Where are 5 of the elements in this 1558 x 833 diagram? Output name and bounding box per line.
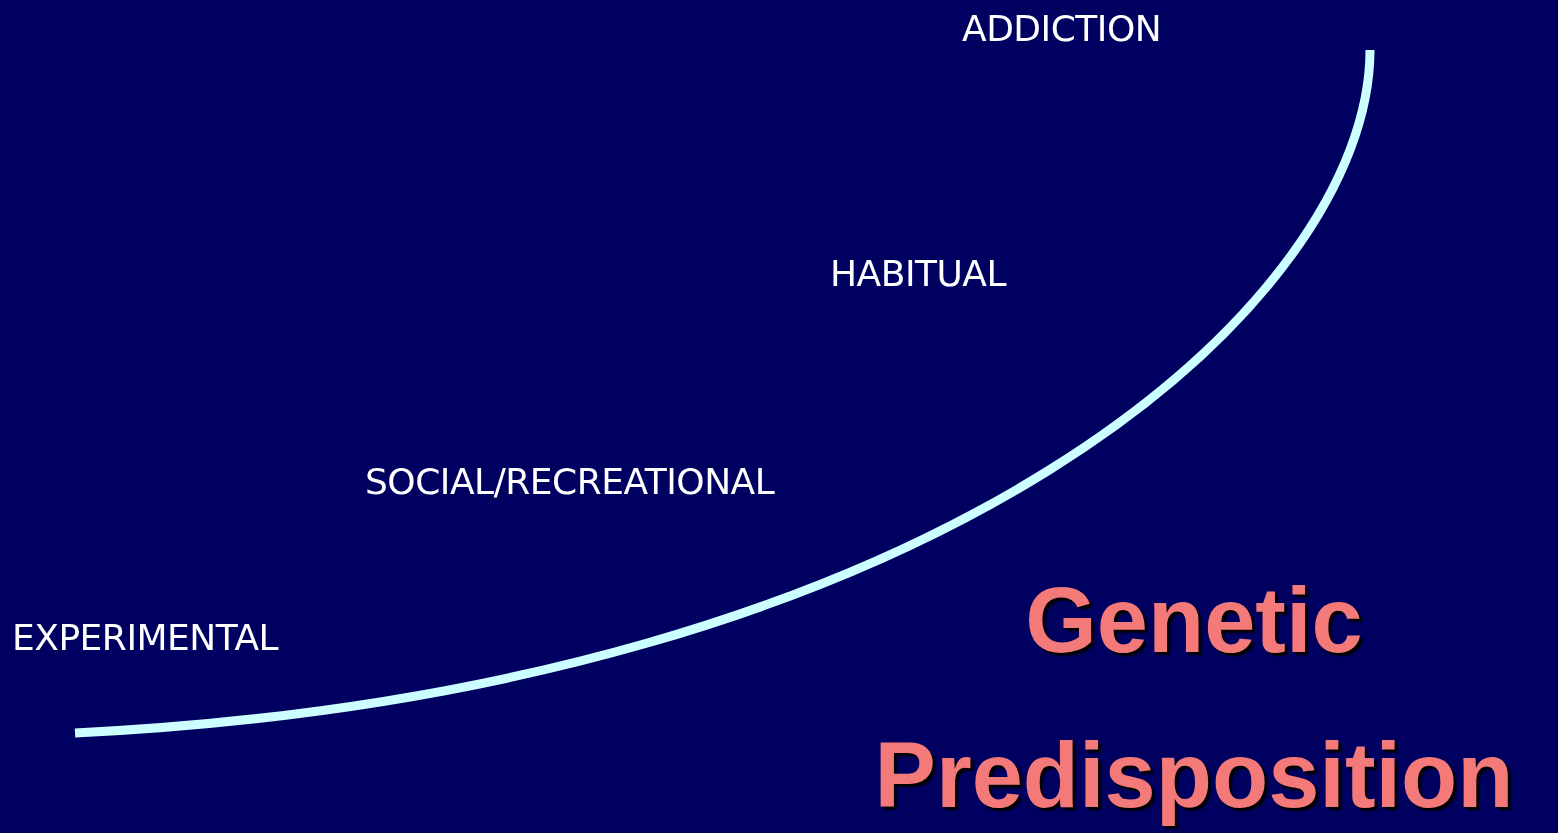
headline-text: Genetic Predisposition [873,568,1515,828]
stage-label: ADDICTION [962,7,1162,51]
stage-label: SOCIAL/RECREATIONAL [365,460,775,504]
stage-label: EXPERIMENTAL [12,616,279,660]
stage-label: HABITUAL [830,252,1007,296]
